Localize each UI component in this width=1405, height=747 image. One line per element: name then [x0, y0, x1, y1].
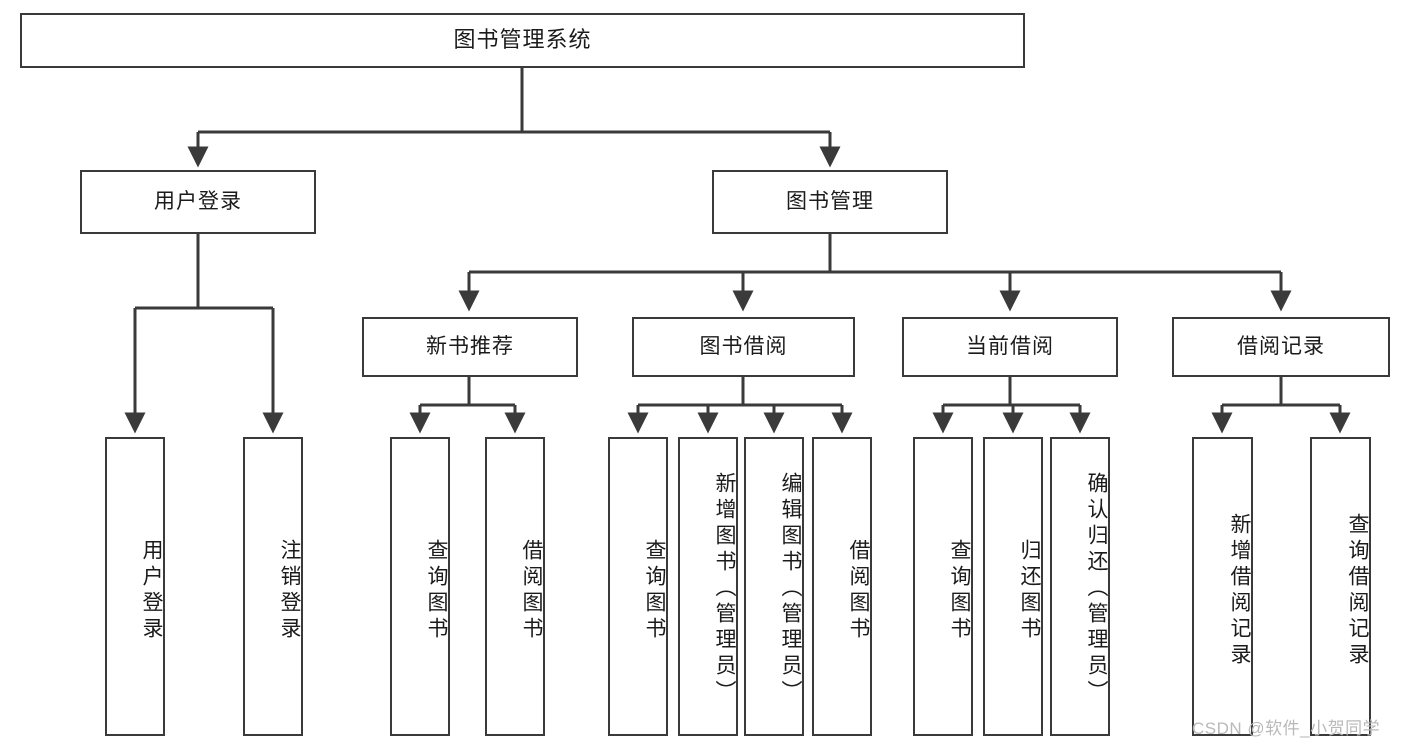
node-label: 借阅图书 — [520, 538, 543, 643]
node-label: 确认归还（管理员） — [1085, 471, 1108, 706]
node-label: 查询借阅记录 — [1346, 512, 1369, 669]
leaf-current-borrow-query-books[interactable]: 查询图书 — [913, 437, 973, 736]
node-book-borrowing[interactable]: 图书借阅 — [632, 317, 855, 377]
node-label: 查询图书 — [643, 538, 666, 643]
node-label: 图书借阅 — [699, 335, 788, 359]
leaf-new-book-query-books[interactable]: 查询图书 — [390, 437, 450, 736]
node-label: 新增图书（管理员） — [713, 471, 736, 706]
node-book-management[interactable]: 图书管理 — [712, 170, 948, 234]
node-label: 归还图书 — [1018, 538, 1041, 643]
leaf-user-login-logout[interactable]: 注销登录 — [243, 437, 303, 736]
leaf-book-borrow-query-books[interactable]: 查询图书 — [608, 437, 668, 736]
node-label: 当前借阅 — [966, 335, 1054, 359]
node-label: 新增借阅记录 — [1228, 512, 1251, 669]
node-label: 用户登录 — [154, 190, 242, 214]
node-new-book-recommendation[interactable]: 新书推荐 — [362, 317, 578, 377]
node-label: 图书管理系统 — [453, 27, 592, 53]
leaf-book-borrow-borrow-books[interactable]: 借阅图书 — [812, 437, 872, 736]
leaf-current-borrow-return-books[interactable]: 归还图书 — [983, 437, 1043, 736]
node-label: 用户登录 — [140, 538, 163, 643]
node-label: 注销登录 — [278, 538, 301, 643]
node-label: 新书推荐 — [426, 335, 514, 359]
node-current-borrowing[interactable]: 当前借阅 — [902, 317, 1118, 377]
leaf-borrow-record-query-record[interactable]: 查询借阅记录 — [1310, 437, 1371, 736]
node-label: 查询图书 — [948, 538, 971, 643]
leaf-book-borrow-add-book-admin[interactable]: 新增图书（管理员） — [678, 437, 738, 736]
leaf-current-borrow-confirm-return-admin[interactable]: 确认归还（管理员） — [1050, 437, 1110, 736]
node-label: 查询图书 — [425, 538, 448, 643]
node-label: 借阅图书 — [847, 538, 870, 643]
node-root-book-management-system[interactable]: 图书管理系统 — [20, 13, 1025, 68]
node-borrowing-record[interactable]: 借阅记录 — [1172, 317, 1390, 377]
leaf-user-login-login[interactable]: 用户登录 — [105, 437, 165, 736]
leaf-borrow-record-add-record[interactable]: 新增借阅记录 — [1192, 437, 1253, 736]
node-label: 借阅记录 — [1237, 335, 1325, 359]
node-user-login[interactable]: 用户登录 — [80, 170, 316, 234]
node-label: 编辑图书（管理员） — [779, 471, 802, 706]
node-label: 图书管理 — [786, 190, 874, 214]
leaf-book-borrow-edit-book-admin[interactable]: 编辑图书（管理员） — [744, 437, 804, 736]
leaf-new-book-borrow-books[interactable]: 借阅图书 — [485, 437, 545, 736]
